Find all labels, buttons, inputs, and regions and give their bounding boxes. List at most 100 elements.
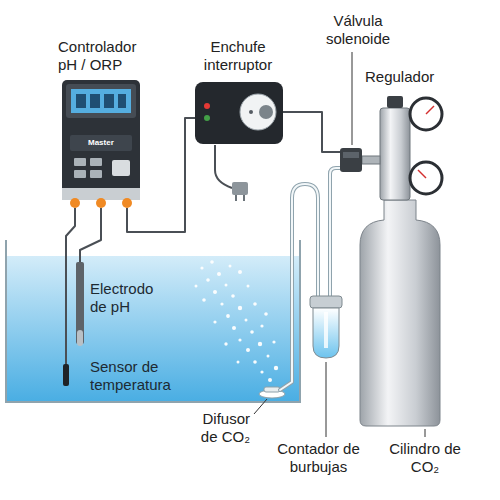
- plug-switch: [204, 115, 210, 121]
- part-label: Difusor de CO₂: [184, 410, 250, 446]
- co2-cylinder: [360, 200, 440, 426]
- co2-bubbles: [272, 340, 275, 343]
- temperature-sensor: [63, 364, 69, 386]
- co2-bubbles: [210, 260, 214, 264]
- ph-controller: [74, 170, 86, 178]
- co2-bubbles: [267, 355, 270, 358]
- co2-bubbles: [253, 360, 257, 364]
- co2-bubbles: [200, 266, 203, 269]
- electric-cable: [80, 208, 101, 262]
- co2-tube: [280, 184, 318, 390]
- pressure-regulator: [380, 108, 410, 200]
- ph-controller: [118, 94, 126, 108]
- electric-cable: [66, 112, 340, 366]
- plug-switch: [232, 182, 248, 195]
- ph-controller: [62, 80, 140, 198]
- ph-controller: [90, 158, 102, 166]
- part-label: Electrodo de pH: [90, 280, 170, 316]
- co2-bubbles: [213, 290, 217, 294]
- part-label: Cilindro de CO₂: [389, 440, 461, 476]
- part-label: Sensor de temperatura: [90, 358, 185, 394]
- plug-switch: [235, 195, 237, 201]
- leader-line: [352, 52, 353, 145]
- aquarium: [6, 240, 300, 402]
- co2-bubbles: [260, 370, 263, 373]
- brand-label: Master: [88, 138, 114, 148]
- bubble-counter: [310, 296, 342, 358]
- co2-bubbles: [238, 306, 242, 310]
- part-label: Regulador: [365, 68, 434, 86]
- co2-bubbles: [238, 270, 242, 274]
- co2-bubbles: [268, 378, 272, 382]
- solenoid-valve: [340, 148, 362, 172]
- plug-switch: [195, 82, 283, 144]
- co2-bubbles: [206, 278, 210, 282]
- ph-controller: [70, 135, 132, 151]
- aquarium: [6, 240, 300, 402]
- part-label: Controlador pH / ORP: [58, 38, 156, 74]
- bubble-counter: [324, 312, 328, 348]
- pressure-regulator: [426, 106, 434, 114]
- pressure-regulator: [410, 98, 442, 130]
- co2-bubbles: [202, 298, 206, 302]
- electric-cable: [66, 208, 75, 366]
- pressure-regulator: [410, 162, 442, 194]
- co2-bubbles: [232, 326, 236, 330]
- ph-controller: [71, 89, 131, 113]
- solenoid-valve: [340, 148, 362, 172]
- co2-bubbles: [195, 285, 198, 288]
- co2-bubbles: [224, 342, 227, 345]
- co2-bubbles: [229, 265, 232, 268]
- co2-bubbles: [237, 361, 240, 364]
- plug-switch: [240, 94, 276, 130]
- co2-bubbles: [217, 272, 221, 276]
- co2-tube: [280, 184, 318, 390]
- ph-controller: [104, 94, 114, 108]
- co2-bubbles: [250, 330, 254, 334]
- pressure-regulator: [362, 156, 380, 164]
- ph-controller: [122, 198, 132, 208]
- part-label: Válvula solenoide: [313, 12, 403, 48]
- plug-switch: [195, 82, 283, 201]
- leader-line: [425, 429, 426, 437]
- temperature-sensor: [63, 364, 69, 386]
- ph-controller: [112, 160, 130, 176]
- ph-controller: [74, 158, 86, 166]
- co2-bubbles: [258, 342, 262, 346]
- electric-cable: [215, 145, 232, 188]
- co2-bubbles: [225, 284, 228, 287]
- ph-controller: [90, 170, 102, 178]
- pressure-regulator: [362, 96, 442, 200]
- ph-controller: [66, 84, 136, 118]
- leader-line: [326, 362, 327, 437]
- plug-switch: [249, 110, 253, 114]
- leader-line: [254, 52, 425, 437]
- co2-bubbles: [213, 320, 216, 323]
- co2-bubbles: [247, 285, 250, 288]
- ph-controller: [90, 94, 100, 108]
- co2-bubbles: [253, 302, 257, 306]
- co2-tube: [330, 168, 340, 298]
- bubble-counter: [310, 296, 342, 308]
- plug-switch: [204, 103, 210, 109]
- pressure-regulator: [387, 96, 403, 108]
- pressure-regulator: [418, 170, 426, 178]
- aquarium: [7, 256, 299, 401]
- co2-bubbles: [246, 348, 250, 352]
- ph-controller: [62, 80, 140, 208]
- co2-bubbles: [220, 302, 223, 305]
- co2-bubbles: [245, 319, 248, 322]
- co2-bubbles: [226, 314, 230, 318]
- co2-diffuser: [264, 387, 280, 392]
- plug-switch: [259, 105, 273, 119]
- leader-line: [254, 399, 267, 414]
- solenoid-valve: [343, 152, 359, 158]
- ph-controller: [76, 94, 86, 108]
- ph-electrode: [77, 330, 83, 346]
- ph-electrode: [76, 262, 84, 346]
- co2-bubbles: [274, 366, 278, 370]
- co2-tube: [280, 168, 340, 390]
- part-label: Enchufe interruptor: [193, 38, 283, 74]
